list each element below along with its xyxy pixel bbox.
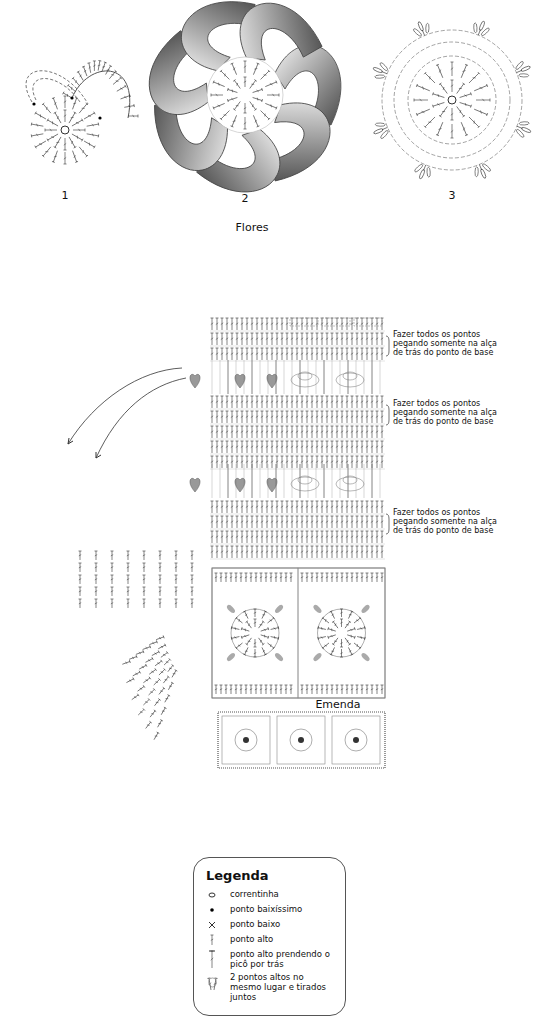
square-motifs (212, 568, 385, 698)
legend-row: ponto baixíssimo (206, 904, 333, 916)
legend-box: Legenda correntinha ponto baixíssimo ponto … (193, 857, 346, 1016)
figure-number: 2 (235, 193, 255, 206)
legend-symbol (206, 934, 224, 946)
flower-two (137, 0, 344, 200)
legend-title: Legenda (206, 868, 333, 883)
legend-symbol (206, 972, 224, 992)
instruction-note: Fazer todos os pontos pegando somente na… (393, 330, 505, 358)
stitch-rows (190, 318, 389, 559)
legend-text: ponto baixíssimo (230, 904, 302, 914)
instruction-note: Fazer todos os pontos pegando somente na… (393, 399, 505, 427)
legend-text: ponto baixo (230, 919, 280, 929)
legend-symbol (206, 949, 224, 969)
legend-row: ponto baixo (206, 919, 333, 931)
legend-row: ponto alto (206, 934, 333, 946)
joining-strip (218, 712, 385, 768)
figure-number: 3 (442, 190, 462, 203)
legend-text: ponto alto (230, 934, 273, 944)
legend-text: 2 pontos altos no mesmo lugar e tirados … (230, 972, 333, 1002)
legend-row: ponto alto prendendo o picô por trás (206, 949, 333, 969)
legend-row: correntinha (206, 889, 333, 901)
section-caption: Flores (222, 222, 282, 235)
section-caption: Emenda (310, 699, 366, 712)
legend-symbol (206, 904, 224, 916)
fan-rows (68, 368, 194, 740)
flower-three (370, 18, 534, 182)
legend-symbol (206, 919, 224, 931)
legend-row: 2 pontos altos no mesmo lugar e tirados … (206, 972, 333, 1002)
legend-text: ponto alto prendendo o picô por trás (230, 949, 333, 969)
instruction-note: Fazer todos os pontos pegando somente na… (393, 508, 505, 536)
flower-one (26, 60, 138, 164)
figure-number: 1 (55, 190, 75, 203)
legend-text: correntinha (230, 889, 279, 899)
legend-symbol (206, 889, 224, 901)
